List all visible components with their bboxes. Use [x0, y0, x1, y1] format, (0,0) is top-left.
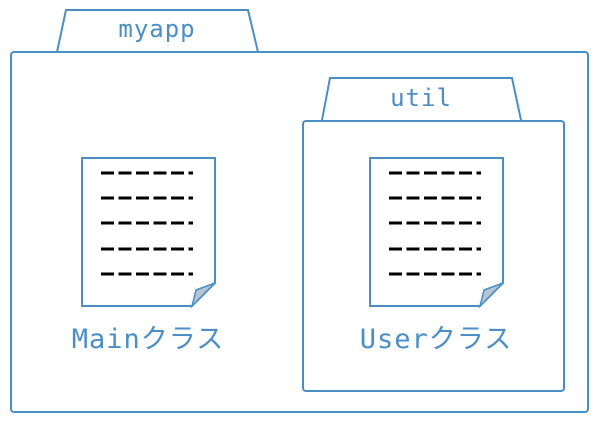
- util-folder-label: util: [390, 84, 452, 112]
- myapp-folder-tab: [56, 9, 259, 53]
- main-class-label: Mainクラス: [71, 324, 225, 355]
- user-class-label: Userクラス: [359, 324, 513, 355]
- main-class-document-icon: [81, 157, 216, 309]
- util-folder-body: [302, 120, 565, 392]
- util-folder-tab: [321, 77, 522, 121]
- user-class-document-icon: [369, 157, 504, 309]
- myapp-folder-label: myapp: [118, 15, 196, 43]
- myapp-folder-body: [10, 51, 589, 413]
